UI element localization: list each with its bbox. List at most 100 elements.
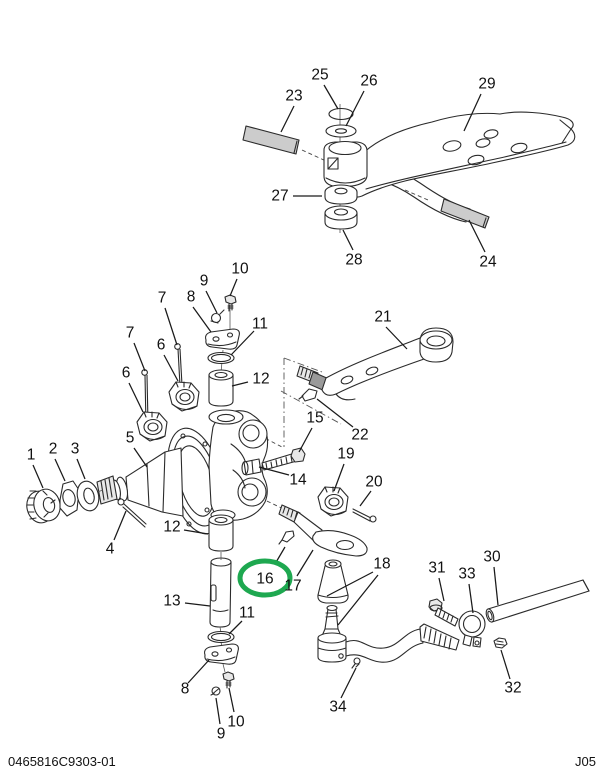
part-26-washer (325, 124, 357, 138)
callout-label-34[interactable]: 34 (329, 699, 347, 716)
callout-label-7[interactable]: 7 (158, 290, 167, 307)
leader-line (438, 577, 445, 602)
leader-line (205, 290, 218, 314)
callout-label-2[interactable]: 2 (49, 441, 58, 458)
part-24-rod (440, 198, 490, 229)
part-32-nut (493, 637, 508, 649)
part-6-castle-nut-b (136, 411, 168, 442)
leader-line (468, 219, 486, 253)
callout-label-30[interactable]: 30 (483, 549, 501, 566)
document-number: 0465816C9303-01 (8, 754, 116, 769)
leader-line (228, 620, 243, 635)
part-4-cotter-pin (117, 498, 147, 528)
leader-line (215, 697, 221, 725)
callout-label-7[interactable]: 7 (126, 325, 135, 342)
part-34-grease-fitting (351, 657, 361, 669)
callout-label-21[interactable]: 21 (374, 309, 391, 326)
callout-label-31[interactable]: 31 (428, 560, 445, 577)
part-11-oring-upper (207, 351, 235, 365)
callout-label-13[interactable]: 13 (163, 593, 180, 610)
leader-line (76, 458, 86, 480)
callout-label-10[interactable]: 10 (227, 714, 245, 731)
part-6-castle-nut-a (168, 381, 200, 412)
callout-label-28[interactable]: 28 (345, 252, 362, 269)
callout-label-32[interactable]: 32 (504, 680, 521, 697)
leader-line (133, 342, 146, 372)
leader-line (316, 398, 354, 428)
callout-label-9[interactable]: 9 (217, 726, 226, 743)
part-14-nut (241, 458, 262, 476)
leader-line (323, 84, 339, 110)
callout-label-12[interactable]: 12 (163, 519, 180, 536)
part-27-washer (324, 184, 358, 205)
callout-label-20[interactable]: 20 (365, 474, 383, 491)
part-23-rod (242, 125, 300, 155)
callout-label-4[interactable]: 4 (106, 541, 115, 558)
callout-label-25[interactable]: 25 (311, 67, 328, 84)
callout-label-24[interactable]: 24 (479, 254, 497, 271)
leader-line (359, 490, 372, 507)
leader-line (133, 447, 148, 468)
part-25-snap-ring (328, 107, 354, 121)
callout-label-11[interactable]: 11 (239, 605, 255, 622)
leader-line (228, 687, 235, 713)
leader-line (192, 306, 212, 333)
leader-line (32, 464, 44, 489)
callout-label-18[interactable]: 18 (373, 556, 390, 573)
part-31-clamp-bolt (428, 598, 459, 627)
callout-label-9[interactable]: 9 (200, 273, 209, 290)
part-18-dust-boot (317, 559, 349, 604)
callout-label-6[interactable]: 6 (157, 337, 166, 354)
leader-line (128, 382, 144, 413)
callout-label-10[interactable]: 10 (231, 261, 249, 278)
part-10-bolt-upper (224, 294, 237, 312)
alignment-dash-23 (301, 149, 327, 162)
leader-line (298, 427, 313, 453)
callout-label-12[interactable]: 12 (252, 371, 269, 388)
callout-label-6[interactable]: 6 (122, 365, 131, 382)
leader-line (333, 463, 345, 492)
highlight-ring (237, 558, 293, 598)
leader-line (231, 381, 249, 387)
callout-label-17[interactable]: 17 (284, 578, 301, 595)
leader-line (184, 602, 211, 607)
callout-label-16[interactable]: 16 (256, 571, 273, 588)
callout-label-5[interactable]: 5 (126, 430, 135, 447)
leader-line (187, 659, 210, 684)
part-5-knuckle-spindle (96, 409, 269, 535)
leader-line (500, 649, 511, 680)
part-20-cotter-pin (352, 508, 377, 523)
leader-line (258, 466, 290, 476)
callout-label-26[interactable]: 26 (360, 73, 377, 90)
part-29-bracket (350, 111, 576, 223)
leader-line (342, 229, 354, 251)
leader-line (296, 549, 314, 577)
part-28-bushing (324, 205, 358, 230)
callout-label-8[interactable]: 8 (187, 289, 196, 306)
callout-label-23[interactable]: 23 (285, 88, 302, 105)
axis-segment (222, 663, 226, 673)
callout-label-11[interactable]: 11 (252, 316, 268, 333)
leader-line (493, 566, 499, 606)
part-33-clamp (458, 610, 486, 648)
leader-line (230, 330, 255, 356)
part-17-tie-rod-arm (278, 504, 368, 557)
callout-label-33[interactable]: 33 (458, 566, 475, 583)
callout-label-22[interactable]: 22 (351, 427, 368, 444)
callout-label-8[interactable]: 8 (181, 681, 190, 698)
callout-label-29[interactable]: 29 (478, 76, 495, 93)
callout-label-27[interactable]: 27 (271, 188, 288, 205)
part-1-spindle-nut (26, 488, 61, 524)
callout-label-1[interactable]: 1 (27, 447, 36, 464)
leader-line (345, 90, 365, 127)
callout-label-14[interactable]: 14 (289, 472, 307, 489)
part-22-wedge-key (298, 388, 318, 402)
leader-line (468, 583, 474, 614)
callout-label-3[interactable]: 3 (71, 441, 80, 458)
part-16-wedge-key (278, 530, 295, 545)
callout-label-19[interactable]: 19 (337, 446, 354, 463)
part-3-washer (76, 480, 100, 512)
callout-label-15[interactable]: 15 (306, 410, 323, 427)
